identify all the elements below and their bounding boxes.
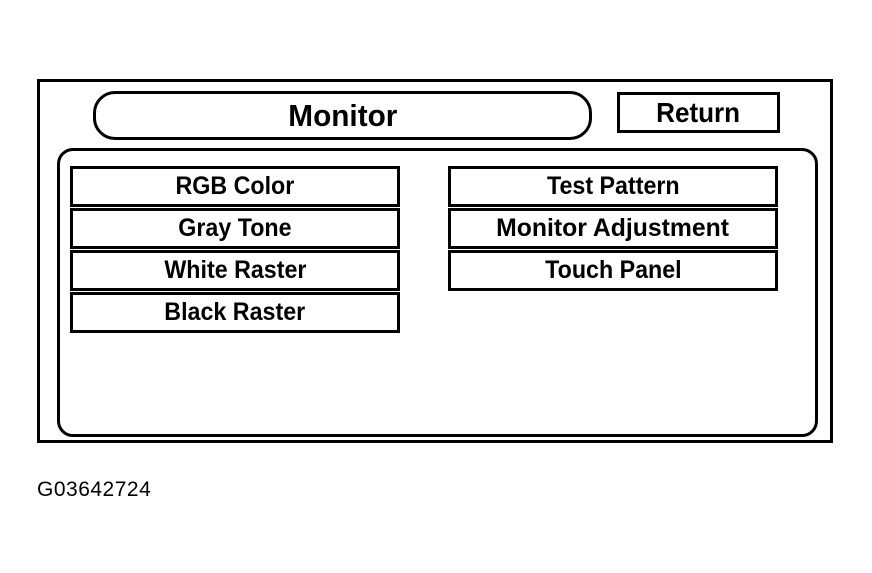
menu-button-label: Test Pattern xyxy=(546,172,680,200)
menu-button-touch-panel[interactable]: Touch Panel xyxy=(448,250,778,291)
menu-button-gray-tone[interactable]: Gray Tone xyxy=(70,208,400,249)
menu-button-label: Gray Tone xyxy=(178,214,292,242)
menu-button-test-pattern[interactable]: Test Pattern xyxy=(448,166,778,207)
menu-button-label: Black Raster xyxy=(164,298,306,326)
menu-button-monitor-adjustment[interactable]: Monitor Adjustment xyxy=(448,208,778,249)
return-button-label: Return xyxy=(656,96,741,128)
screen-title-bar: Monitor xyxy=(93,91,592,140)
menu-button-label: White Raster xyxy=(163,256,307,284)
menu-button-white-raster[interactable]: White Raster xyxy=(70,250,400,291)
page-title: Monitor xyxy=(287,98,398,133)
menu-button-label: Monitor Adjustment xyxy=(496,214,730,242)
menu-column-right: Test Pattern Monitor Adjustment Touch Pa… xyxy=(448,166,778,291)
figure-caption: G03642724 xyxy=(37,478,152,501)
menu-button-label: Touch Panel xyxy=(544,256,682,284)
menu-button-label: RGB Color xyxy=(175,172,295,200)
return-button[interactable]: Return xyxy=(617,92,780,133)
menu-button-rgb-color[interactable]: RGB Color xyxy=(70,166,400,207)
menu-column-left: RGB Color Gray Tone White Raster Black R… xyxy=(70,166,400,333)
menu-button-black-raster[interactable]: Black Raster xyxy=(70,292,400,333)
